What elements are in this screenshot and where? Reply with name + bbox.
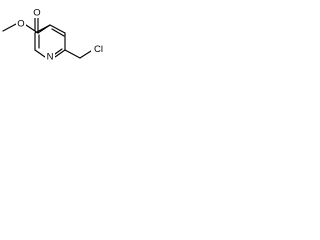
bond-ring-c3-c4-inner: [51, 28, 65, 37]
ring-nitrogen-label: N: [47, 52, 54, 63]
bond-ring-n-c2: [34, 49, 46, 58]
chemical-structure-diagram: O O N Cl: [2, 8, 106, 63]
bond-ring-c3-c4: [49, 24, 66, 34]
bond-ring-c5-c6-inner: [54, 48, 63, 55]
structure-canvas: O O N Cl: [0, 0, 115, 95]
ring-nitrogen-label-background: [45, 52, 55, 62]
bond-methyl-to-ester-oxygen: [2, 23, 17, 32]
ester-oxygen-label: O: [17, 19, 24, 30]
chlorine-label: Cl: [94, 44, 103, 55]
chlorine-label-background: [91, 44, 106, 55]
ester-oxygen-label-background: [16, 19, 26, 29]
carbonyl-oxygen-label: O: [33, 8, 40, 19]
bond-ester-oxygen-to-carbonyl: [25, 24, 39, 34]
carbonyl-oxygen-label-background: [32, 8, 42, 18]
bond-ch2-to-chlorine: [79, 50, 92, 59]
bond-ring-c3-top-connector: [34, 24, 51, 34]
bond-ring-c6-to-ch2: [64, 49, 81, 59]
bond-ring-c5-c6: [54, 49, 66, 58]
